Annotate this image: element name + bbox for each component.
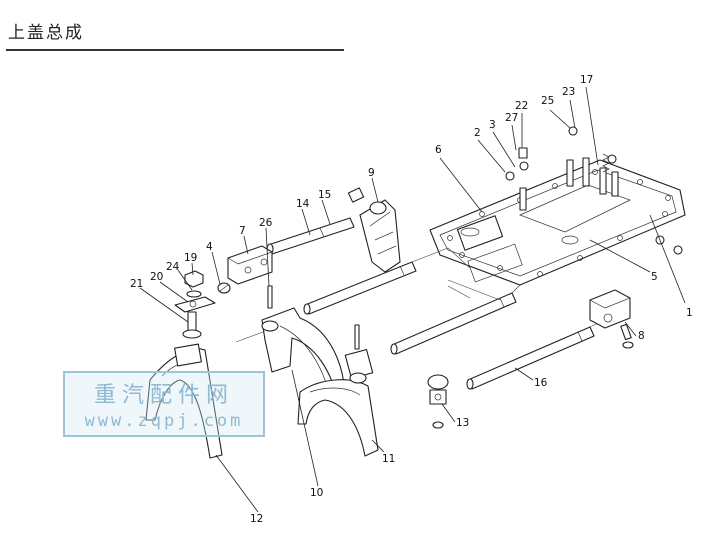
callout-19: 19 <box>184 252 197 264</box>
callout-9: 9 <box>368 167 375 179</box>
callout-8: 8 <box>638 330 645 342</box>
callout-3: 3 <box>489 119 496 131</box>
loose-fittings <box>505 126 683 255</box>
callout-7: 7 <box>239 225 246 237</box>
callout-15: 15 <box>318 189 331 201</box>
callout-20: 20 <box>150 271 163 283</box>
short-shift-shaft <box>266 217 355 255</box>
title-underline <box>6 49 344 51</box>
shift-fork-12 <box>145 343 223 459</box>
shift-fork-11 <box>297 324 379 457</box>
watermark-stamp: 重汽配件网 www.zqpj.com <box>63 371 265 437</box>
middle-shift-shaft <box>390 292 517 355</box>
shift-block <box>227 245 273 285</box>
nut-washer-stack <box>174 270 216 339</box>
callout-6: 6 <box>435 144 442 156</box>
callout-26: 26 <box>259 217 273 229</box>
callout-21: 21 <box>130 278 143 290</box>
shift-fork-10 <box>261 307 346 401</box>
callout-2: 2 <box>474 127 481 139</box>
leader-lines <box>139 86 686 513</box>
callout-17: 17 <box>580 74 593 86</box>
alignment-lines <box>235 247 606 343</box>
clamp-13 <box>427 374 449 429</box>
watermark-url: www.zqpj.com <box>84 411 244 431</box>
cover-housing <box>429 153 686 286</box>
callout-12: 12 <box>250 513 263 525</box>
bolt-4 <box>217 282 231 294</box>
callout-27: 27 <box>505 112 518 124</box>
callout-labels: 1 2 3 6 5 27 22 25 23 17 9 15 14 7 26 4 … <box>130 74 693 525</box>
bracket-8 <box>589 289 634 349</box>
callout-10: 10 <box>310 487 323 499</box>
pin-26 <box>267 285 273 309</box>
callout-5: 5 <box>651 271 658 283</box>
longest-shift-shaft <box>466 326 595 390</box>
shift-arm-lever <box>347 187 401 273</box>
callout-13: 13 <box>456 417 469 429</box>
callout-14: 14 <box>296 198 310 210</box>
callout-23: 23 <box>562 86 575 98</box>
callout-16: 16 <box>534 377 548 389</box>
long-shift-shaft <box>303 261 417 315</box>
callout-24: 24 <box>166 261 180 273</box>
diagram-title: 上盖总成 <box>8 23 84 43</box>
callout-22: 22 <box>515 100 528 112</box>
watermark-name: 重汽配件网 <box>93 383 234 408</box>
callout-25: 25 <box>541 95 554 107</box>
callout-4: 4 <box>206 241 213 253</box>
callout-11: 11 <box>382 453 395 465</box>
callout-1: 1 <box>686 307 693 319</box>
